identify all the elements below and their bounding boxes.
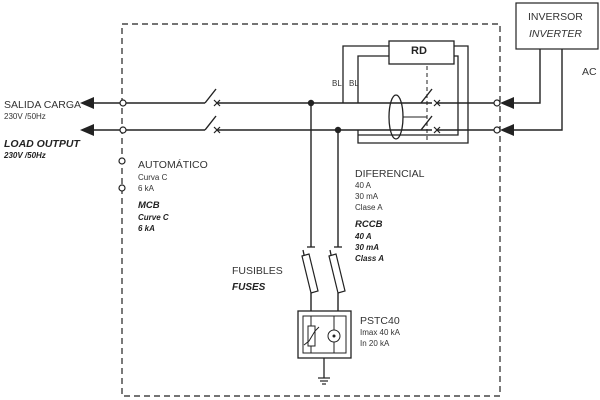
mcb-aux-terminal-top [118, 157, 126, 165]
mcb-line1-en: Curve C [138, 213, 169, 222]
bl-label-1: BL [332, 79, 342, 88]
inverter-label-en: INVERTER [529, 28, 582, 40]
output-arrow-top [80, 97, 94, 109]
mcb-title-es: AUTOMÁTICO [138, 159, 208, 171]
output-title-en: LOAD OUTPUT [4, 138, 80, 150]
rccb-line3-en: Class A [355, 254, 385, 263]
rccb-line2-es: 30 mA [355, 192, 379, 201]
output-spec-en: 230V /50Hz [4, 151, 46, 160]
pstc-title: PSTC40 [360, 315, 400, 327]
enclosure-outline [121, 23, 501, 397]
terminal-right-bottom [493, 126, 501, 134]
pstc-varistor-slash [303, 326, 320, 346]
fuse-neutral [328, 249, 346, 294]
output-arrow-bottom [80, 124, 94, 136]
mcb-aux-terminal-bottom [118, 184, 126, 192]
inverter-input-arrow-top [500, 97, 514, 109]
bl-label-2: BL [349, 79, 359, 88]
terminal-right-top [493, 99, 501, 107]
rccb-line2-en: 30 mA [355, 243, 380, 252]
rccb-line1-es: 40 A [355, 181, 372, 190]
pstc-line1: Imax 40 kA [360, 328, 401, 337]
rccb-line1-en: 40 A [355, 232, 372, 241]
mcb-line2-es: 6 kA [138, 184, 155, 193]
fuse-phase [301, 249, 319, 294]
mcb-line2-en: 6 kA [138, 224, 155, 233]
fuses-label-es: FUSIBLES [232, 265, 283, 277]
mcb-title-en: MCB [138, 200, 160, 211]
rccb-title-es: DIFERENCIAL [355, 168, 425, 180]
ground-icon [318, 377, 330, 385]
rd-wire-left-inner [357, 55, 389, 103]
mcb-switch-top [204, 88, 217, 104]
rd-wire-right-outer [357, 45, 469, 144]
rd-wire-left-outer [342, 45, 389, 103]
inverter-feed-top [514, 49, 541, 104]
ac-label: AC [582, 66, 597, 78]
rd-wire-right-inner [358, 55, 459, 136]
terminal-left-bottom [119, 126, 127, 134]
rd-box [388, 40, 455, 65]
rccb-title-en: RCCB [355, 219, 383, 230]
mcb-x-marks [213, 99, 221, 134]
inverter-feed-bottom [514, 49, 563, 131]
mcb-switch-bottom [204, 115, 217, 131]
output-title-es: SALIDA CARGA [4, 99, 82, 111]
rccb-x-marks [433, 99, 441, 134]
terminal-left-top [119, 99, 127, 107]
pstc-box [297, 310, 352, 359]
pstc-line2: In 20 kA [360, 339, 390, 348]
fuses-label-en: FUSES [232, 282, 266, 293]
rd-label: RD [411, 45, 427, 57]
mcb-line1-es: Curva C [138, 173, 168, 182]
inverter-input-arrow-bottom [500, 124, 514, 136]
inverter-box [515, 2, 599, 50]
rccb-toroid [388, 94, 404, 140]
output-spec-es: 230V /50Hz [4, 112, 46, 121]
inverter-label-es: INVERSOR [528, 11, 583, 23]
rccb-line3-es: Clase A [355, 203, 383, 212]
